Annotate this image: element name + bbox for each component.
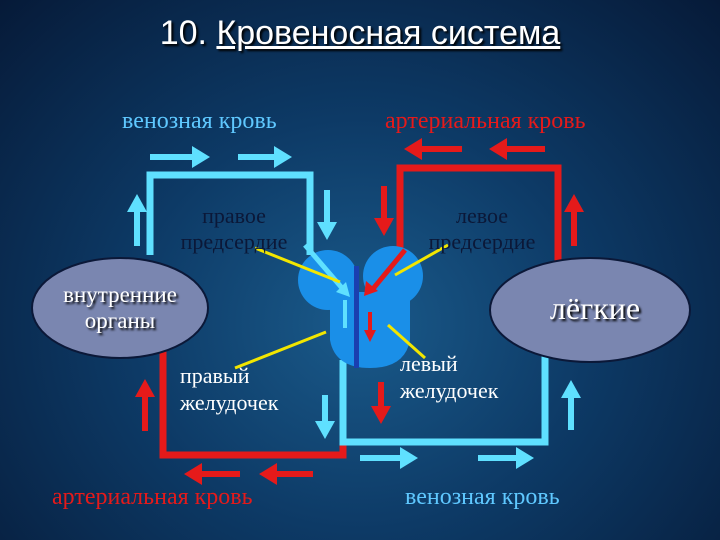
left-atrium-label: левое предсердие [420,203,544,255]
page-title: 10. Кровеносная система [0,14,720,53]
arrow-up-icon [135,379,155,431]
arrow-right-icon [150,146,210,168]
arrow-left-icon [489,138,545,160]
bottom-right-label: венозная кровь [405,484,560,510]
bottom-left-label: артериальная кровь [52,484,253,510]
left-atrium-line2: предсердие [428,229,536,254]
pointer-line [254,246,341,284]
arterial-loop-upper-right [396,164,562,290]
arrow-up-icon [561,380,581,430]
left-ventricle-line1: левый [400,351,458,376]
title-text: Кровеносная система [216,14,561,52]
arrow-left-icon [259,463,313,485]
lungs-label: лёгкие [549,290,641,326]
arrow-up-icon [127,194,147,246]
top-right-label: артериальная кровь [385,108,586,134]
right-ventricle-label: правый желудочек [180,362,278,416]
arrow-head-icon [364,330,376,342]
lungs-ellipse [489,257,691,363]
arrow-down-icon [371,382,391,424]
arrow-right-icon [238,146,292,168]
right-atrium-label: правое предсердие [172,203,296,255]
arrow-down-icon [374,186,394,236]
internal-organs-line1: внутренние [63,282,177,307]
arrow-head-icon [336,282,350,297]
arrow-right-icon [478,447,534,469]
venous-loop-lower-right [339,330,549,446]
right-ventricle-line1: правый [180,363,250,388]
venous-loop-upper-left [146,171,314,255]
right-ventricle-line2: желудочек [180,390,279,415]
title-number: 10. [159,14,207,52]
top-left-label: венозная кровь [122,108,277,134]
arrow-right-icon [360,447,418,469]
left-ventricle-label: левый желудочек [400,350,498,404]
arrow-left-icon [404,138,462,160]
internal-organs-label: внутренние органы [32,282,208,334]
pointer-line [387,323,426,360]
right-atrium-line2: предсердие [180,229,288,254]
arrow-head-icon [364,281,378,296]
pointer-line [234,330,327,370]
left-atrium-line1: левое [455,203,508,228]
internal-organs-ellipse [31,257,209,359]
arrow-up-icon [564,194,584,246]
internal-organs-line2: органы [84,308,156,333]
arterial-inflow-arrow [370,248,407,292]
arrow-left-icon [184,463,240,485]
left-ventricle-line2: желудочек [400,378,499,403]
arrow-down-icon [317,190,337,240]
right-atrium-line1: правое [202,203,266,228]
pointer-line [394,243,449,277]
arrow-down-icon [315,395,335,439]
